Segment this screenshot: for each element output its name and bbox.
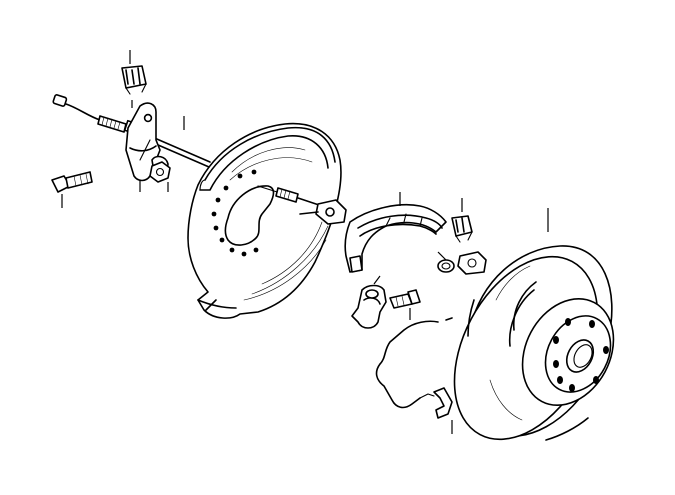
- backing-plate: [187, 122, 342, 319]
- spring-clip-right: [451, 215, 473, 243]
- bolt-center: [389, 289, 421, 309]
- expander-lever: [299, 199, 347, 225]
- backing-plate-bolt-holes: [211, 169, 259, 257]
- return-spring: [375, 317, 453, 419]
- brake-disc: [453, 245, 615, 441]
- cable-end-fitting: [52, 94, 68, 107]
- bolt-left: [51, 171, 93, 193]
- shoe-holder: [351, 284, 387, 329]
- callout-leaders: [61, 50, 549, 434]
- adjuster: [437, 251, 487, 275]
- brake-shoe: [344, 203, 447, 273]
- backing-plate-hub-opening: [224, 185, 275, 246]
- brake-disc-lug-holes: [553, 318, 609, 392]
- nut-left: [149, 161, 171, 183]
- spring-clip-top: [121, 65, 147, 95]
